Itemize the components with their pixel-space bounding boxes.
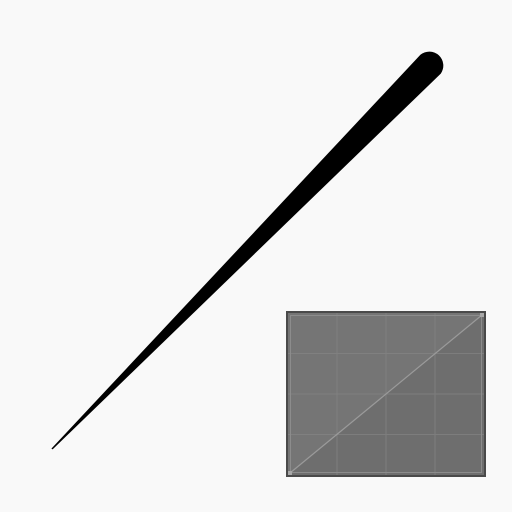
curve-end-handle[interactable] [480,313,484,317]
curve-frame [290,315,482,473]
pressure-curve-line[interactable] [289,314,483,474]
pressure-curve-graph[interactable] [288,313,484,475]
brush-stroke [51,51,444,450]
curve-start-handle[interactable] [288,471,292,475]
pressure-curve-widget[interactable] [286,311,486,477]
